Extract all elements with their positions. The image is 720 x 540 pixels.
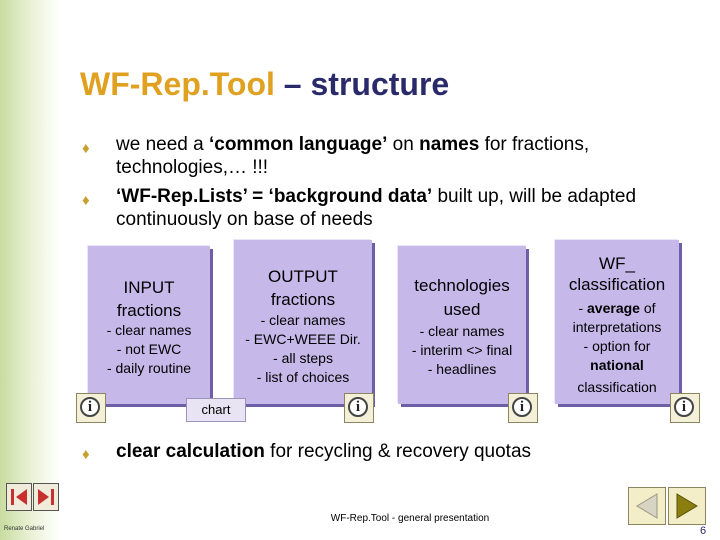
box-heading: INPUT [123, 278, 175, 297]
nav-last-icon [38, 489, 54, 505]
box-line: - clear names [419, 323, 505, 339]
slide-title: WF-Rep.Tool – structure [80, 66, 449, 103]
sidebar-gradient [0, 0, 60, 540]
nav-first-button[interactable] [6, 483, 32, 511]
technologies-used-box[interactable]: technologies used - clear names - interi… [398, 246, 526, 404]
bullet-text-2: ‘WF-Rep.Lists’ = ‘background data’ built… [116, 186, 637, 230]
previous-slide-icon [636, 493, 658, 519]
info-button[interactable]: i [508, 393, 538, 423]
box-heading: WF_ [599, 254, 635, 273]
nav-first-icon [11, 489, 27, 505]
box-heading: technologies [414, 276, 510, 295]
box-line: - average of [578, 300, 656, 316]
box-line: - EWC+WEEE Dir. [245, 331, 361, 347]
info-button[interactable]: i [76, 393, 106, 423]
title-main: – structure [274, 66, 450, 102]
box-line: - headlines [427, 361, 497, 377]
output-fractions-box[interactable]: OUTPUT fractions - clear names - EWC+WEE… [234, 240, 372, 404]
info-icon: i [674, 397, 694, 417]
box-line: national [590, 357, 644, 373]
box-line: - clear names [260, 312, 346, 328]
box-line: classification [577, 379, 657, 395]
box-heading: fractions [270, 290, 336, 309]
bullet-text-1: we need a ‘common language’ on names for… [116, 134, 590, 178]
slide-footer: WF-Rep.Tool - general presentation [330, 513, 490, 524]
bullet-text-3: clear calculation for recycling & recove… [116, 441, 532, 462]
wf-classification-box[interactable]: WF_ classification - average of interpre… [555, 240, 679, 404]
author-name: Renate Gabriel [4, 526, 45, 532]
next-slide-button[interactable] [668, 487, 706, 525]
box-line: - clear names [106, 322, 192, 338]
info-icon: i [80, 397, 100, 417]
info-button[interactable]: i [344, 393, 374, 423]
nav-last-button[interactable] [33, 483, 59, 511]
box-line: - all steps [273, 350, 333, 366]
next-slide-icon [676, 493, 698, 519]
box-heading: used [443, 300, 481, 319]
info-icon: i [348, 397, 368, 417]
box-line: - interim <> final [411, 342, 513, 358]
box-line: - daily routine [106, 360, 192, 376]
box-line: interpretations [572, 319, 662, 335]
box-heading: OUTPUT [268, 267, 338, 286]
bullet-icon: ♦ [82, 446, 90, 463]
box-heading: fractions [116, 301, 182, 320]
previous-slide-button[interactable] [628, 487, 666, 525]
page-number: 6 [700, 525, 707, 537]
box-line: - list of choices [256, 369, 350, 385]
box-heading: classification [568, 275, 666, 294]
box-line: - not EWC [116, 341, 182, 357]
title-accent: WF-Rep.Tool [80, 66, 275, 102]
info-button[interactable]: i [670, 393, 700, 423]
info-icon: i [512, 397, 532, 417]
bullet-icon: ♦ [82, 140, 90, 157]
bullet-icon: ♦ [82, 192, 90, 209]
input-fractions-box[interactable]: INPUT fractions - clear names - not EWC … [88, 246, 210, 404]
box-line: - option for [583, 338, 651, 354]
chart-button[interactable]: chart [186, 398, 246, 422]
